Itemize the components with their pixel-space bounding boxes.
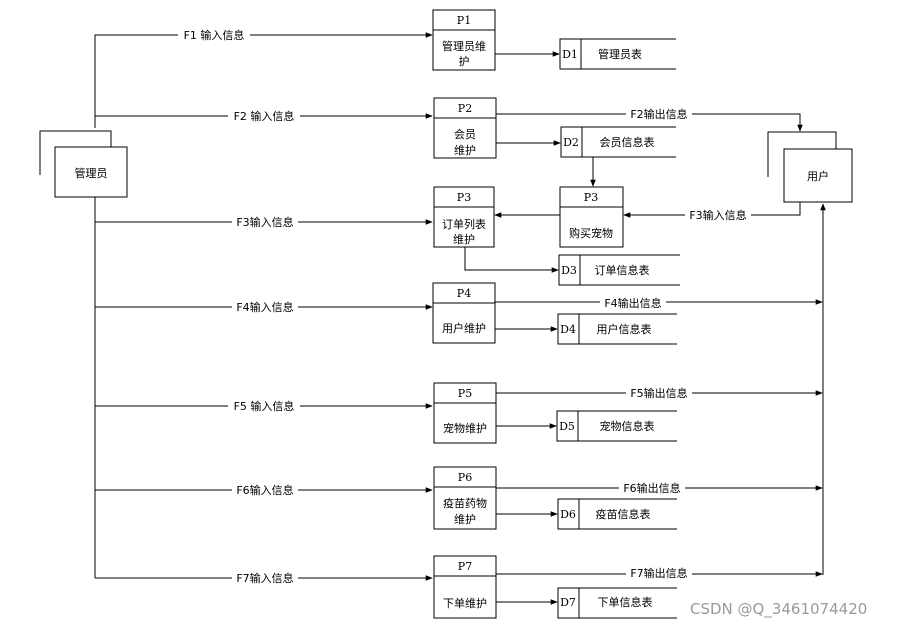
- store-d1: [559, 38, 676, 70]
- store-d6: [557, 498, 677, 530]
- d3-name: 订单信息表: [595, 263, 650, 277]
- p6-name-line2: 维护: [454, 512, 476, 526]
- flow-f2-out: [496, 113, 803, 132]
- process-p5: [433, 382, 497, 444]
- p7-id: P7: [458, 560, 472, 573]
- process-p1: [432, 9, 496, 71]
- p2-id: P2: [458, 102, 472, 115]
- p3-buy-id: P3: [584, 191, 598, 204]
- d2-id: D2: [563, 136, 579, 149]
- flow-labels: F1 输入信息 F2 输入信息 F3输入信息 F4输入信息 F5 输入信息 F6…: [178, 28, 751, 585]
- label-f6-in: F6输入信息: [236, 483, 293, 497]
- label-f3-user-in: F3输入信息: [689, 208, 746, 222]
- p4-name: 用户维护: [442, 321, 486, 335]
- process-p2: [433, 97, 497, 159]
- process-p6: [433, 466, 497, 530]
- admin-entity: [39, 130, 128, 198]
- d1-id: D1: [562, 48, 578, 61]
- admin-trunk-line: [94, 32, 433, 128]
- label-f2-out: F2输出信息: [630, 107, 687, 121]
- p4-id: P4: [457, 287, 471, 300]
- label-f2-in: F2 输入信息: [234, 109, 295, 123]
- d2-name: 会员信息表: [600, 135, 655, 149]
- p7-name: 下单维护: [443, 596, 487, 610]
- d4-id: D4: [560, 323, 576, 336]
- label-f1-in: F1 输入信息: [184, 28, 245, 42]
- d1-name: 管理员表: [598, 47, 642, 61]
- label-f5-in: F5 输入信息: [234, 399, 295, 413]
- p3-order-id: P3: [457, 191, 471, 204]
- d6-name: 疫苗信息表: [596, 507, 651, 521]
- d4-name: 用户信息表: [597, 322, 652, 336]
- p1-name-line2: 护: [459, 54, 470, 68]
- label-f4-out: F4输出信息: [604, 296, 661, 310]
- p3-buy-name: 购买宠物: [569, 226, 613, 240]
- store-d5: [556, 410, 677, 442]
- label-f6-out: F6输出信息: [623, 481, 680, 495]
- admin-label: 管理员: [75, 166, 108, 180]
- store-d2: [560, 126, 676, 158]
- p5-id: P5: [458, 387, 472, 400]
- d3-id: D3: [561, 264, 577, 277]
- d7-name: 下单信息表: [598, 595, 653, 609]
- process-p4: [432, 282, 496, 344]
- process-p7: [433, 555, 497, 619]
- process-p3-order: [433, 186, 495, 248]
- p6-name-line1: 疫苗药物: [443, 496, 487, 510]
- store-d3: [558, 254, 680, 286]
- p1-id: P1: [457, 14, 471, 27]
- p6-id: P6: [458, 471, 472, 484]
- user-label: 用户: [807, 169, 829, 183]
- d5-name: 宠物信息表: [600, 419, 655, 433]
- store-d4: [557, 313, 677, 345]
- store-d7: [557, 587, 677, 619]
- user-entity: [767, 131, 853, 203]
- label-f4-in: F4输入信息: [236, 300, 293, 314]
- label-f5-out: F5输出信息: [630, 386, 687, 400]
- p2-name-line2: 维护: [454, 143, 476, 157]
- p5-name: 宠物维护: [443, 421, 487, 435]
- flow-f3-user-in: [623, 202, 801, 218]
- flow-p3-d3: [464, 247, 559, 273]
- label-f7-out: F7输出信息: [630, 566, 687, 580]
- d6-id: D6: [560, 508, 576, 521]
- label-f7-in: F7输入信息: [236, 571, 293, 585]
- p3-order-name-line1: 订单列表: [442, 217, 486, 231]
- p1-name-line1: 管理员维: [442, 39, 486, 53]
- process-p3-buy: [559, 186, 624, 248]
- watermark: CSDN @Q_3461074420: [690, 600, 868, 618]
- p2-name-line1: 会员: [454, 128, 476, 141]
- label-f3-in: F3输入信息: [236, 215, 293, 229]
- p3-order-name-line2: 维护: [453, 232, 475, 246]
- d7-id: D7: [560, 596, 576, 609]
- d5-id: D5: [559, 420, 575, 433]
